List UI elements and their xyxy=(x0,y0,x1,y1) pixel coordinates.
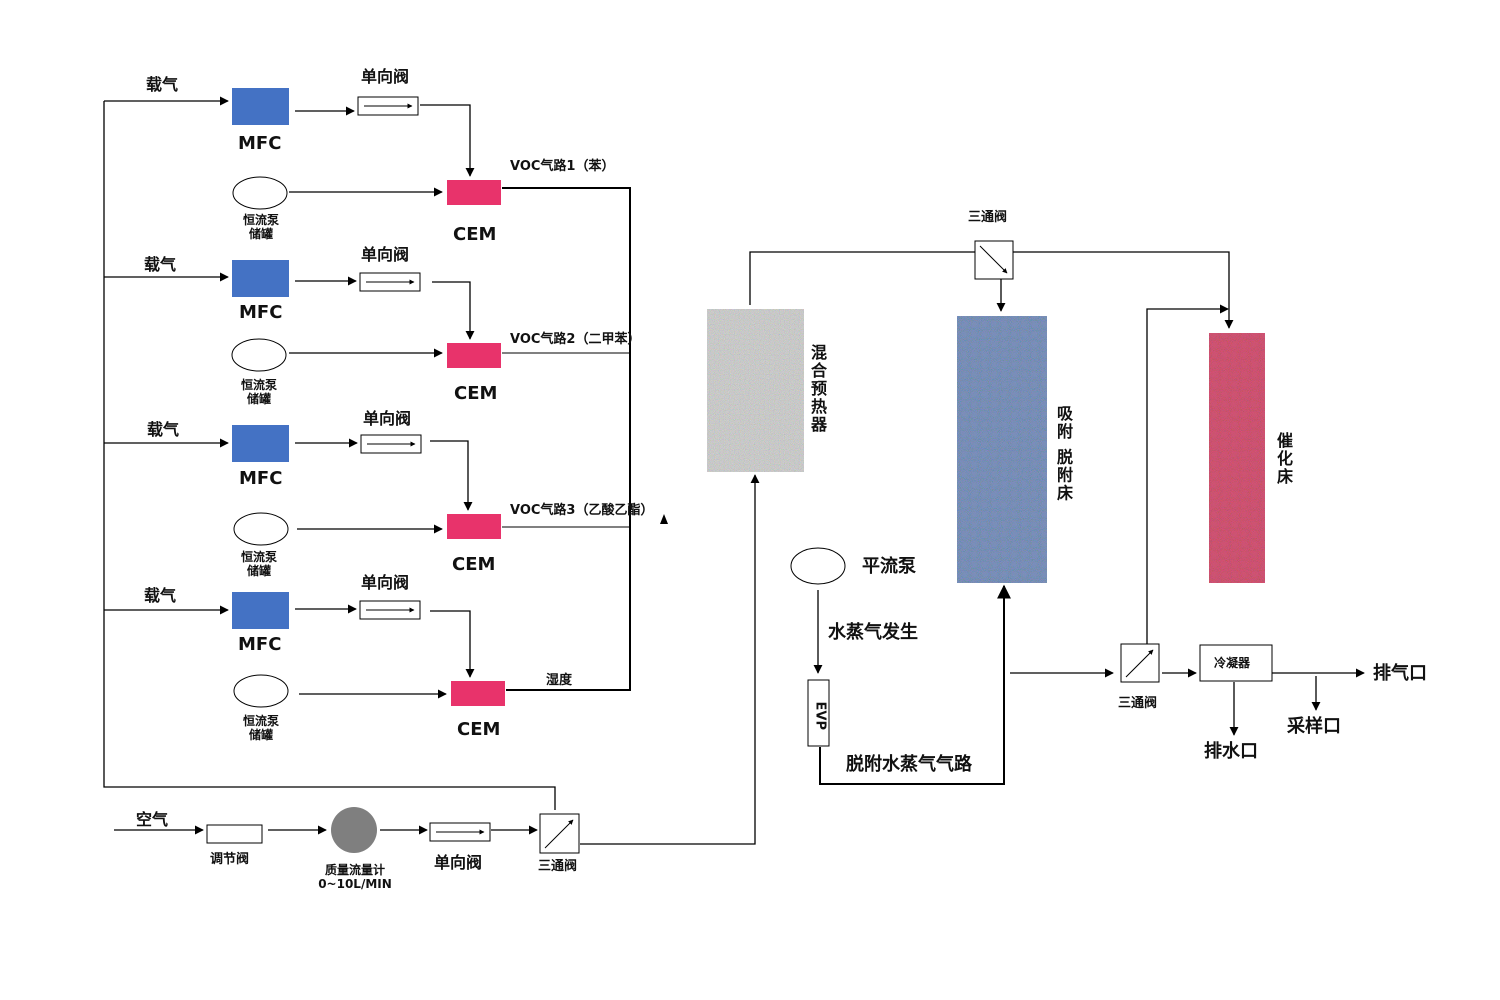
check-valve-3 xyxy=(360,434,422,454)
mfc-label-2: MFC xyxy=(239,302,283,323)
desorption-steam-line-label: 脱附水蒸气气路 xyxy=(846,754,972,775)
check-valve-air xyxy=(429,822,491,842)
3way-to-preheater xyxy=(580,474,760,845)
advection-pump xyxy=(790,547,846,585)
valve-to-cem-2 xyxy=(432,281,475,340)
carrier-gas-label-2: 载气 xyxy=(144,255,177,274)
pump-tank-label-2: 恒流泵 储罐 xyxy=(240,378,277,406)
catalytic-bed-label: 催化床 xyxy=(1274,432,1293,486)
mfc-2 xyxy=(232,260,289,297)
check-valve-label-4: 单向阀 xyxy=(361,573,410,592)
bypass-to-catalytic xyxy=(1146,304,1229,648)
voc-line-2-label: VOC气路2（二甲苯） xyxy=(510,332,641,347)
drain-port-label: 排水口 xyxy=(1204,741,1258,762)
cem-3 xyxy=(447,514,501,539)
check-valve-4 xyxy=(359,600,421,620)
three-way-valve-air-label: 三通阀 xyxy=(538,859,578,874)
mixing-preheater-label: 混合预热器 xyxy=(808,344,827,434)
cem-4 xyxy=(451,681,505,706)
air-label: 空气 xyxy=(136,810,169,829)
pipelines xyxy=(103,96,1365,845)
three-way-valve-top-label: 三通阀 xyxy=(968,210,1008,225)
voc-line-1-label: VOC气路1（苯） xyxy=(510,159,615,174)
check-valve-label-air: 单向阀 xyxy=(434,853,483,872)
pump-tank-label-4: 恒流泵 储罐 xyxy=(242,714,279,742)
carrier-gas-label-4: 载气 xyxy=(144,586,177,605)
condenser-label: 冷凝器 xyxy=(1214,656,1251,670)
collector-arrow-mark xyxy=(660,514,668,524)
sampling-port-label: 采样口 xyxy=(1287,716,1341,737)
mfc-units xyxy=(232,88,289,629)
pump-tanks xyxy=(231,176,846,708)
carrier-gas-main-line xyxy=(103,101,556,810)
cem-2 xyxy=(447,343,501,368)
cem-label-3: CEM xyxy=(452,554,496,575)
cem-label-4: CEM xyxy=(457,719,501,740)
mfc-label-3: MFC xyxy=(239,468,283,489)
valve-to-cem-1 xyxy=(420,104,475,177)
humidity-label: 湿度 xyxy=(546,673,573,688)
mfc-label-1: MFC xyxy=(238,133,282,154)
three-way-valves xyxy=(539,240,1160,854)
cem-1 xyxy=(447,180,501,205)
valve-to-cem-4 xyxy=(430,610,475,678)
check-valve-label-1: 单向阀 xyxy=(361,67,410,86)
pump-tank-label-3: 恒流泵 储罐 xyxy=(240,550,277,578)
evp-label: EVP xyxy=(812,701,828,730)
adsorption-bed-label: 吸附 脱附床 xyxy=(1054,405,1073,503)
three-way-valve-bottom-label: 三通阀 xyxy=(1118,696,1158,711)
check-valve-label-3: 单向阀 xyxy=(363,409,412,428)
cem-label-1: CEM xyxy=(453,224,497,245)
cem-collector-line xyxy=(502,187,631,691)
three-way-valve-air xyxy=(539,813,580,854)
mfc-label-4: MFC xyxy=(238,634,282,655)
carrier-gas-label-3: 载气 xyxy=(147,420,180,439)
exhaust-port-label: 排气口 xyxy=(1373,663,1427,684)
three-way-valve-bottom xyxy=(1120,643,1160,683)
pump-tank-label-1: 恒流泵 储罐 xyxy=(242,213,279,241)
advection-pump-label: 平流泵 xyxy=(862,556,916,577)
pump-tank-3 xyxy=(233,512,289,546)
mass-flow-meter xyxy=(331,807,377,853)
three-way-valve-top xyxy=(974,240,1014,280)
columns xyxy=(706,308,1265,583)
valve-to-cem-3 xyxy=(430,440,473,511)
pump-tank-2 xyxy=(231,338,287,372)
pump-tank-4 xyxy=(233,674,289,708)
regulating-valve-label: 调节阀 xyxy=(210,852,250,867)
pump-tank-1 xyxy=(232,176,288,210)
regulating-valve xyxy=(206,824,263,844)
mass-flow-meter-label: 质量流量计 0~10L/MIN xyxy=(318,863,392,891)
evp-unit xyxy=(807,679,830,747)
voc-line-3-label: VOC气路3（乙酸乙酯） xyxy=(510,503,654,518)
check-valves xyxy=(357,96,491,842)
mfc-3 xyxy=(232,425,289,462)
cem-units xyxy=(447,180,505,706)
mfc-1 xyxy=(232,88,289,125)
desorption-steam-line xyxy=(819,584,1011,785)
check-valve-1 xyxy=(357,96,419,116)
cem-label-2: CEM xyxy=(454,383,498,404)
mfc-4 xyxy=(232,592,289,629)
condenser xyxy=(1199,644,1273,682)
check-valve-2 xyxy=(359,272,421,292)
check-valve-label-2: 单向阀 xyxy=(361,245,410,264)
steam-generation-label: 水蒸气发生 xyxy=(828,622,918,643)
carrier-gas-label-1: 载气 xyxy=(146,75,179,94)
